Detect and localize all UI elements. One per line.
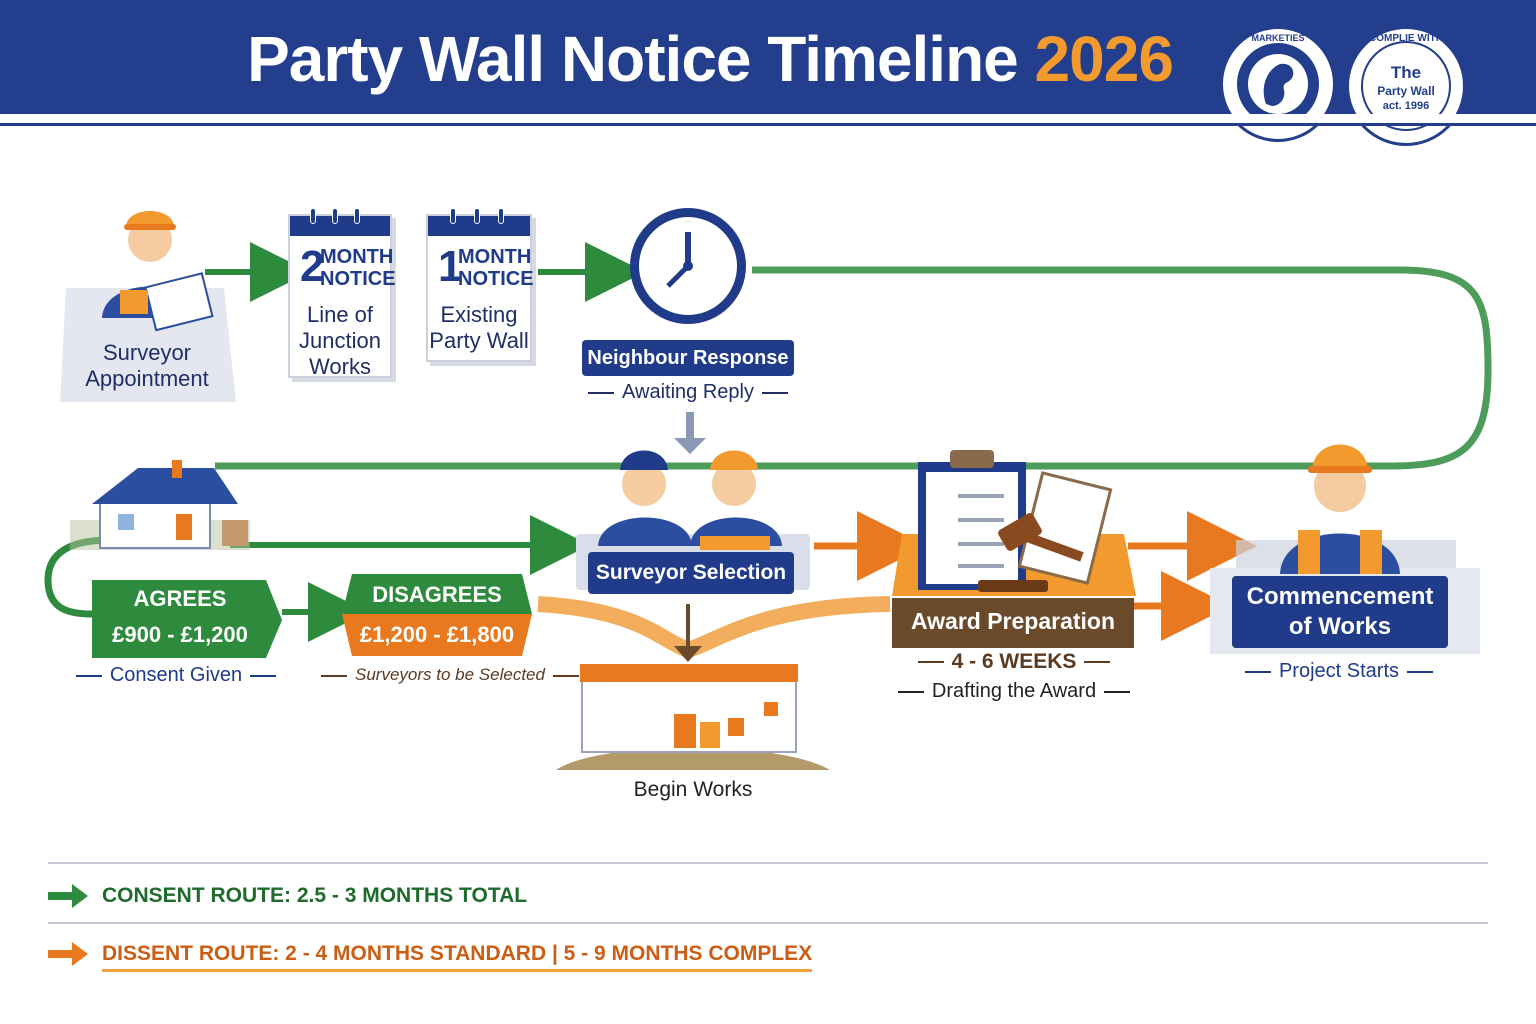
- title-year: 2026: [1034, 23, 1174, 95]
- house-icon: [70, 460, 250, 550]
- agrees-title: AGREES: [133, 586, 227, 611]
- clock-icon: [630, 208, 746, 324]
- act-seal-line3: act. 1996: [1382, 100, 1430, 112]
- worker-icon: [102, 211, 214, 332]
- award-preparation-label: Award Preparation: [910, 608, 1116, 634]
- green-arrow-icon: [48, 884, 88, 909]
- header-bar: Party Wall Notice Timeline 2026 MARKETIE…: [0, 0, 1536, 146]
- project-starts-note: Project Starts: [1200, 660, 1478, 683]
- act-seal-line1: The: [1390, 63, 1422, 82]
- disagrees-price: £1,200 - £1,800: [359, 622, 515, 647]
- consent-route-legend: CONSENT ROUTE: 2.5 - 3 MONTHS TOTAL: [48, 884, 528, 909]
- building-calendar-icon: [556, 664, 830, 770]
- title-text: Party Wall Notice Timeline: [247, 23, 1019, 95]
- dissent-route-legend: DISSENT ROUTE: 2 - 4 MONTHS STANDARD | 5…: [48, 942, 813, 972]
- awaiting-reply-note: Awaiting Reply: [560, 381, 816, 404]
- clipboard-icon: [892, 450, 1136, 596]
- award-duration: 4 - 6 WEEKS: [876, 650, 1152, 674]
- party-wall-act-seal-icon: COMPLIE WITH The Party Wall act. 1996: [1346, 26, 1466, 146]
- surveyor-appointment-label: Surveyor Appointment: [85, 340, 209, 391]
- neighbour-response-label: Neighbour Response: [582, 340, 794, 376]
- agrees-price: £900 - £1,200: [112, 622, 248, 647]
- dissent-route-text: DISSENT ROUTE: 2 - 4 MONTHS STANDARD | 5…: [102, 942, 813, 972]
- left-seal-ring-text: MARKETIES: [1251, 33, 1305, 43]
- disagrees-ribbon-bottom: [342, 614, 532, 656]
- begin-works-label: Begin Works: [633, 778, 753, 801]
- act-seal-ring-text: COMPLIE WITH: [1369, 33, 1443, 44]
- flow-return-curve: [215, 266, 1492, 470]
- act-seal-line2: Party Wall: [1377, 84, 1435, 98]
- surveyors-selected-note: Surveyors to be Selected: [310, 665, 590, 685]
- gavel-icon: [978, 471, 1113, 592]
- two-month-number: 2: [300, 242, 325, 291]
- drafting-award-note: Drafting the Award: [876, 680, 1152, 703]
- header-underline: [0, 114, 1536, 126]
- disagrees-ribbon-top: [342, 574, 532, 614]
- disagrees-title: DISAGREES: [372, 582, 502, 607]
- dissent-swoosh: [537, 596, 891, 659]
- award-banner: [892, 598, 1134, 648]
- legend-divider-top: [48, 862, 1488, 864]
- orange-arrow-icon: [48, 942, 88, 967]
- consent-given-note: Consent Given: [56, 664, 296, 687]
- consent-route-text: CONSENT ROUTE: 2.5 - 3 MONTHS TOTAL: [102, 884, 528, 907]
- agrees-ribbon: [92, 580, 282, 658]
- one-month-number: 1: [438, 242, 463, 291]
- page-title: Party Wall Notice Timeline 2026: [0, 22, 1420, 96]
- legend-divider-middle: [48, 922, 1488, 924]
- surveyor-selection-label: Surveyor Selection: [588, 552, 794, 594]
